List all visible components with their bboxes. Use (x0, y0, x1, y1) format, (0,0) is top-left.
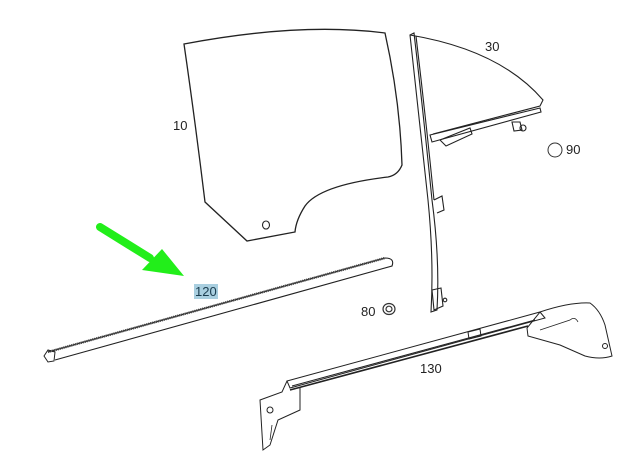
part-120-seal-strip[interactable] (43, 256, 394, 363)
part-30-quarter-glass[interactable] (409, 32, 544, 313)
part-10-glass[interactable] (183, 28, 403, 242)
label-part-80: 80 (361, 304, 376, 319)
label-part-130: 130 (420, 361, 442, 376)
part-80-nut[interactable] (382, 302, 396, 316)
part-90-plug[interactable] (547, 142, 563, 158)
label-part-10: 10 (173, 118, 188, 133)
label-part-120-highlighted[interactable]: 120 (194, 284, 218, 299)
label-part-90: 90 (566, 142, 581, 157)
green-arrow-icon (96, 223, 184, 276)
label-part-30: 30 (485, 39, 500, 54)
part-130-regulator[interactable] (259, 302, 613, 451)
